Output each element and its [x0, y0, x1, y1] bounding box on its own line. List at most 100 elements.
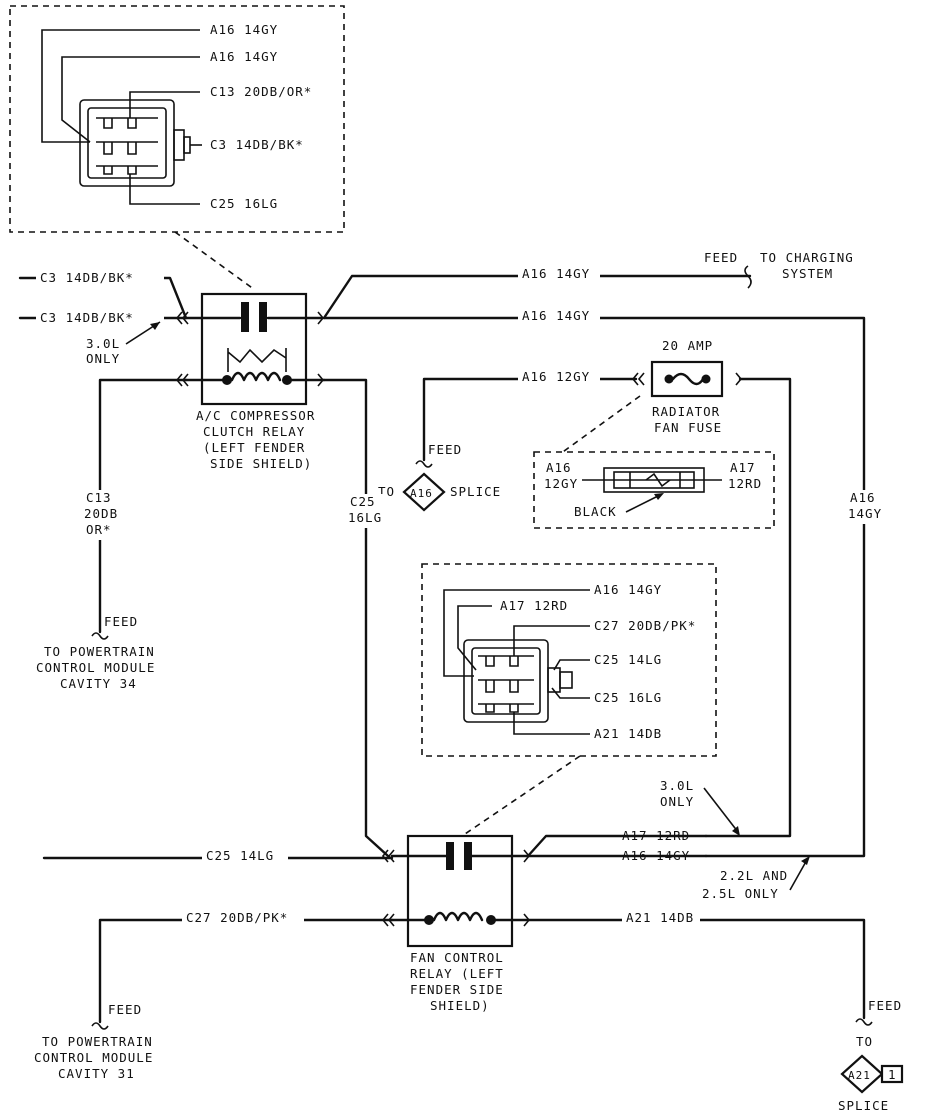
c25-16lg-label-bg: [346, 494, 386, 528]
top-connector-detail: A16 14GY A16 14GY C13 20DB/OR* C3 14DB/B…: [9, 5, 345, 233]
charging-feed-label: FEED: [704, 250, 738, 265]
c27-label-bg: [182, 908, 304, 926]
fuse-label-2: FAN FUSE: [654, 420, 722, 435]
a21-feed-tick: [855, 1018, 873, 1026]
splice-a16-id: A16: [410, 487, 433, 500]
c25-16lg-wire: [322, 378, 390, 858]
top-pin-label-5: C25 16LG: [210, 196, 278, 211]
top-pin-wire-3: [129, 91, 200, 118]
c25-14lg-label-bg: [202, 846, 288, 864]
fan-pin-label-6: A21 14DB: [594, 726, 662, 741]
a17-to-relay: [526, 834, 708, 858]
charging-wire-label-bg: [518, 264, 600, 282]
pcm34-label-2: CONTROL MODULE: [36, 660, 155, 675]
a16-main-label-bg: [518, 306, 600, 324]
top-pin-label-2: A16 14GY: [210, 49, 278, 64]
splice-a21-id: A21: [848, 1069, 871, 1082]
charging-wire-label: A16 14GY: [522, 266, 590, 281]
fan-relay-label-1: FAN CONTROL: [410, 950, 504, 965]
pcm34-label-3: CAVITY 34: [60, 676, 137, 691]
c13-feed-label: FEED: [104, 614, 138, 629]
fan-pin-label-3: C27 20DB/PK*: [594, 618, 696, 633]
splice-a21-label: SPLICE: [838, 1098, 889, 1113]
a21-wire: [526, 918, 866, 1020]
note-30-fan-l1: 3.0L: [660, 778, 694, 793]
c3-label-a-text: C3 14DB/BK*: [40, 270, 134, 285]
fan-relay-label-4: SHIELD): [430, 998, 490, 1013]
splice-a21-to: TO: [856, 1034, 873, 1049]
fuse-dot-left: [664, 374, 674, 384]
fan-pin-wire-2: [457, 605, 492, 671]
c27-wire: [98, 918, 394, 1024]
top-connector-frame: [9, 5, 345, 233]
fan-a16-label: A16 14GY: [622, 848, 690, 863]
fuse-detail-outer: [603, 467, 705, 493]
fan-relay-label-3: FENDER SIDE: [410, 982, 504, 997]
a16-12gy-label-bg: [518, 367, 600, 385]
ac-relay-label-1: A/C COMPRESSOR: [196, 408, 315, 423]
ac-relay-label-3: (LEFT FENDER: [203, 440, 305, 455]
ac-relay-diode: [227, 348, 287, 372]
a16-right-label-1: A16: [850, 490, 876, 505]
splice-a16-feed-tick: [415, 460, 433, 468]
c27-label: C27 20DB/PK*: [186, 910, 288, 925]
top-pin-label-1: A16 14GY: [210, 22, 278, 37]
c27-feed-label: FEED: [108, 1002, 142, 1017]
ac-relay-coil-dot-left: [222, 375, 232, 385]
top-pin-wire-2: [61, 56, 200, 143]
fan-relay-coil-dot-right: [486, 915, 496, 925]
note-30-arrow-top: [150, 322, 160, 330]
charging-feed-tick: [744, 265, 752, 289]
a21-feed-label: FEED: [868, 998, 902, 1013]
ac-relay-coil: [230, 371, 282, 382]
pcm31-label-3: CAVITY 31: [58, 1066, 135, 1081]
c13-feed-tick: [91, 632, 109, 640]
fuse-detail: [533, 451, 775, 529]
fuse-box: [650, 360, 724, 398]
fan-a17-label: A17 12RD: [622, 828, 690, 843]
fan-relay-contact-right: [464, 842, 472, 870]
top-pin-label-3: C13 20DB/OR*: [210, 84, 312, 99]
c3-label-b-text: C3 14DB/BK*: [40, 310, 134, 325]
c3-label-b-bg: [36, 308, 164, 326]
charging-to-l1: TO CHARGING: [760, 250, 854, 265]
top-detail-leader: [174, 231, 256, 291]
fuse-detail-left-2: 12GY: [544, 476, 578, 491]
fan-relay-contact-left: [446, 842, 454, 870]
c13-label-1: C13: [86, 490, 112, 505]
a16-right-label-2: 14GY: [848, 506, 882, 521]
fuse-amp-label: 20 AMP: [662, 338, 713, 353]
top-pin-label-4: C3 14DB/BK*: [210, 137, 304, 152]
fan-pin-label-1: A16 14GY: [594, 582, 662, 597]
fuse-detail-right-2: 12RD: [728, 476, 762, 491]
fan-relay-coil: [432, 911, 484, 922]
fuse-dot-right: [701, 374, 711, 384]
a16-main-label: A16 14GY: [522, 308, 590, 323]
c13-label-3: OR*: [86, 522, 112, 537]
c25-16lg-label-2: 16LG: [348, 510, 382, 525]
note-22-arrow: [801, 856, 810, 865]
charging-to-l2: SYSTEM: [782, 266, 833, 281]
splice-a16-feed-label: FEED: [428, 442, 462, 457]
note-30-fan-arrow: [732, 826, 740, 836]
top-connector-body: [79, 99, 191, 187]
a16-12gy-label: A16 12GY: [522, 369, 590, 384]
note-30-top-l2: ONLY: [86, 351, 120, 366]
fan-relay-label-2: RELAY (LEFT: [410, 966, 504, 981]
fan-pin-label-4: C25 14LG: [594, 652, 662, 667]
splice-a16-diamond: [402, 472, 446, 512]
fan-pin-label-5: C25 16LG: [594, 690, 662, 705]
pcm34-label-1: TO POWERTRAIN: [44, 644, 155, 659]
a17-12rd-wire: [704, 377, 792, 838]
fan-connector-detail: [421, 563, 717, 757]
fuse-detail-left-1: A16: [546, 460, 572, 475]
splice-a21-diamond: [840, 1054, 884, 1094]
fan-pin-wire-1: [443, 589, 590, 677]
fan-relay-coil-dot-left: [424, 915, 434, 925]
a21-label-bg: [622, 908, 700, 926]
ac-relay-box: [200, 292, 308, 406]
top-pin-wire-1: [41, 29, 200, 143]
ac-relay-label-2: CLUTCH RELAY: [203, 424, 305, 439]
note-22-l1: 2.2L AND: [720, 868, 788, 883]
